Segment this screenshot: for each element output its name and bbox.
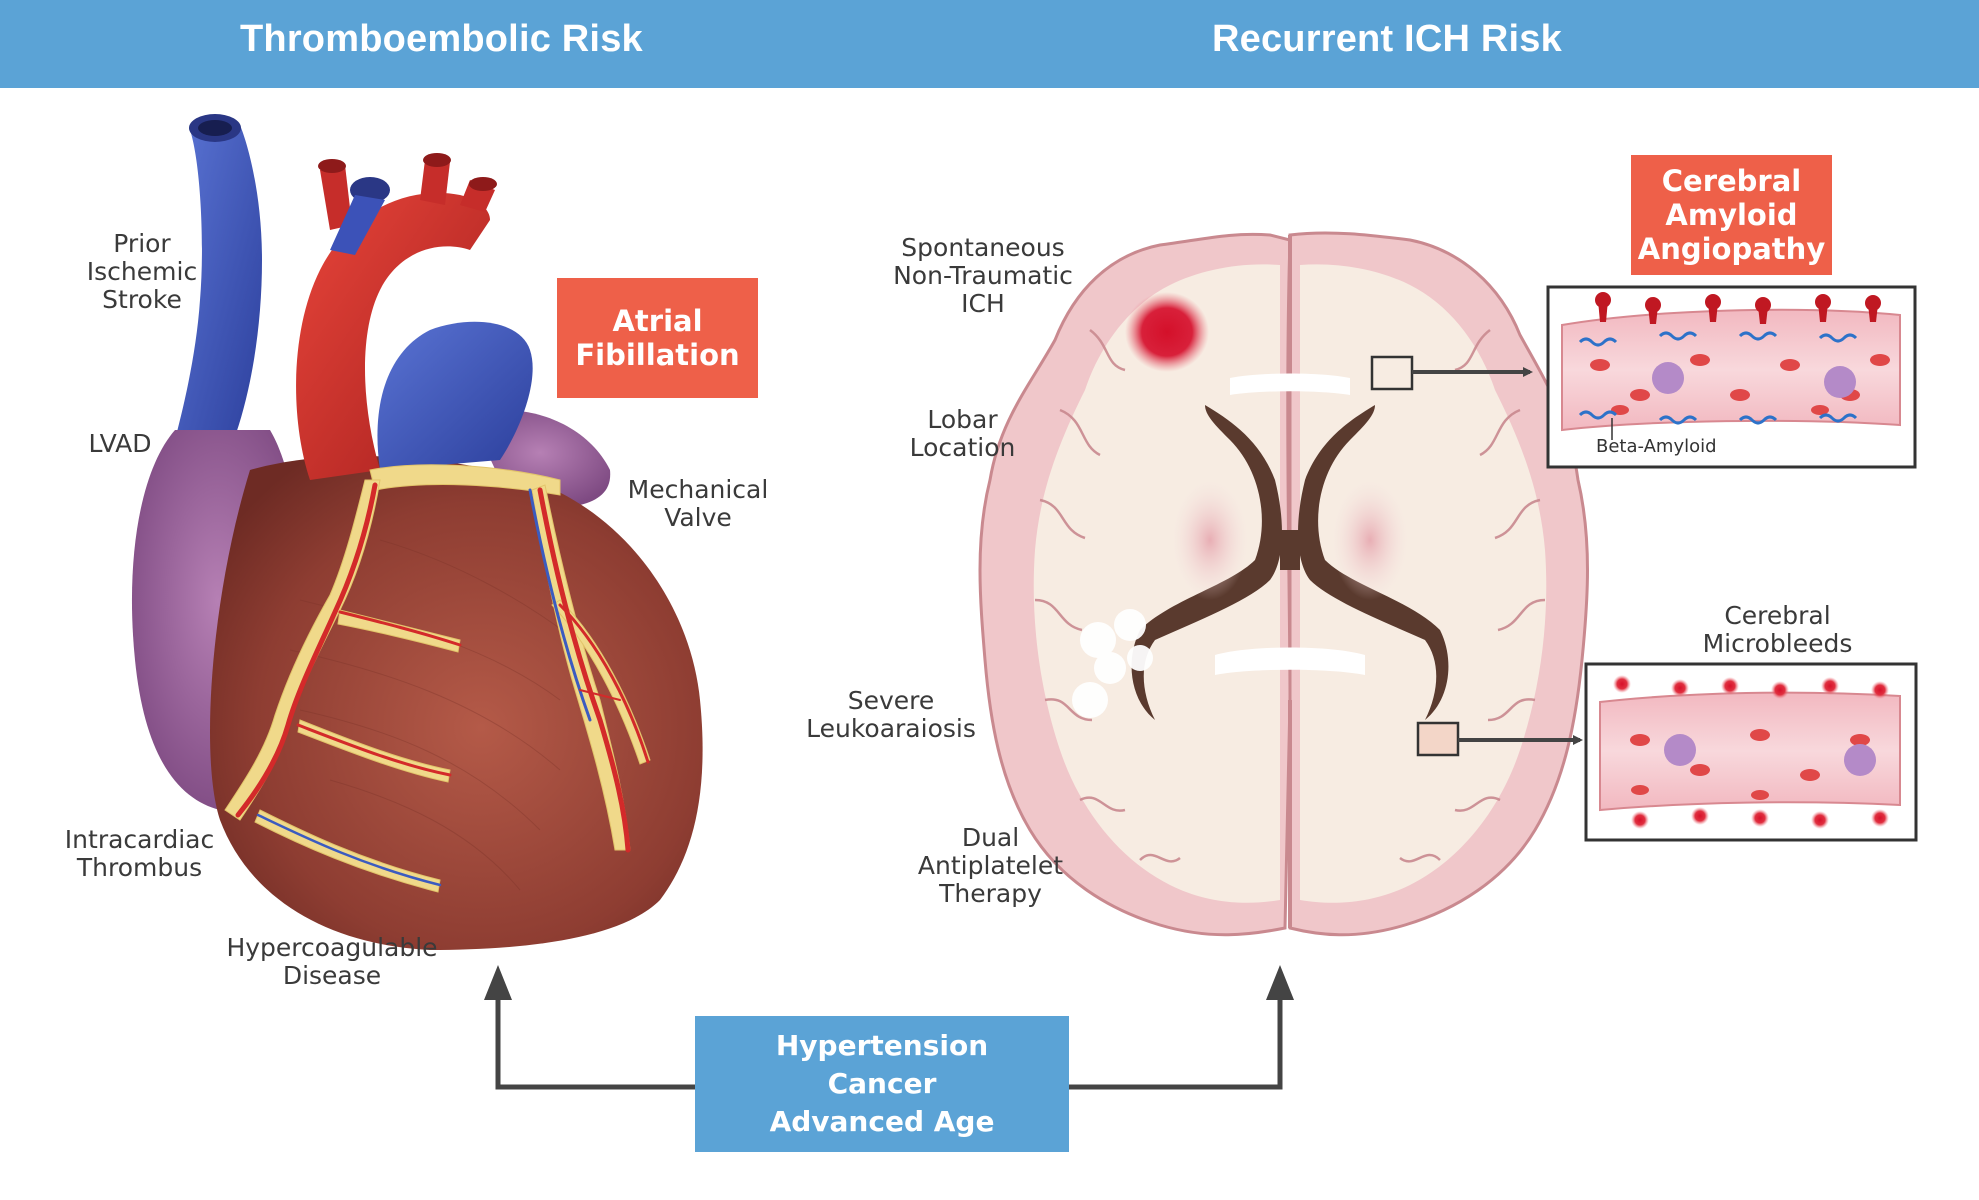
label-line: Cerebral bbox=[1724, 601, 1831, 630]
label-line: Atrial bbox=[612, 304, 703, 338]
label-line: Amyloid bbox=[1665, 198, 1798, 232]
label-line: Valve bbox=[664, 503, 732, 532]
label-line: Thrombus bbox=[76, 853, 203, 882]
label-line: Stroke bbox=[102, 285, 182, 314]
heart-illustration bbox=[131, 114, 703, 950]
header-bar: Thromboembolic Risk Recurrent ICH Risk bbox=[0, 0, 1979, 88]
label-prior-ischemic-stroke: Prior Ischemic Stroke bbox=[82, 230, 202, 314]
shared-risk-cancer: Cancer bbox=[827, 1067, 937, 1100]
label-line: LVAD bbox=[88, 429, 152, 458]
label-severe-leukoaraiosis: Severe Leukoaraiosis bbox=[806, 687, 976, 743]
aorta bbox=[296, 192, 490, 480]
cerebral-amyloid-angiopathy-box: Cerebral Amyloid Angiopathy bbox=[1631, 155, 1832, 275]
label-line: Ischemic bbox=[86, 257, 198, 286]
label-spontaneous-ich: Spontaneous Non-Traumatic ICH bbox=[888, 234, 1078, 318]
shared-risk-connector bbox=[495, 990, 1283, 1090]
label-line: Severe bbox=[847, 686, 935, 715]
label-line: Lobar bbox=[927, 405, 998, 434]
label-intracardiac-thrombus: Intracardiac Thrombus bbox=[62, 826, 217, 882]
ventricles bbox=[210, 456, 703, 950]
label-hypercoagulable-disease: Hypercoagulable Disease bbox=[222, 934, 442, 990]
thromboembolic-risk-title: Thromboembolic Risk bbox=[240, 18, 643, 60]
label-line: Disease bbox=[282, 961, 382, 990]
label-line: Hypercoagulable bbox=[226, 933, 438, 962]
label-line: Leukoaraiosis bbox=[806, 714, 976, 743]
microbleed-vessel-callout bbox=[1584, 662, 1918, 842]
label-line: Dual bbox=[961, 823, 1020, 852]
amyloid-vessel-callout bbox=[1546, 285, 1917, 469]
label-cerebral-microbleeds: Cerebral Microbleeds bbox=[1690, 602, 1865, 658]
label-line: Prior bbox=[113, 229, 171, 258]
arrow-to-brain bbox=[1266, 965, 1294, 1000]
arrow-to-heart bbox=[484, 965, 512, 1000]
vena-cava bbox=[175, 125, 262, 450]
label-mechanical-valve: Mechanical Valve bbox=[618, 476, 778, 532]
pulmonary-artery bbox=[377, 321, 533, 470]
label-line: Angiopathy bbox=[1637, 232, 1826, 266]
label-line: Microbleeds bbox=[1702, 629, 1853, 658]
label-line: ICH bbox=[961, 289, 1005, 318]
atrial-fibrillation-box: Atrial Fibillation bbox=[557, 278, 758, 398]
label-line: Location bbox=[909, 433, 1016, 462]
label-line: Cerebral bbox=[1661, 164, 1802, 198]
label-line: Therapy bbox=[939, 879, 1042, 908]
label-line: Fibillation bbox=[575, 338, 740, 372]
coronary-arteries bbox=[235, 482, 650, 887]
label-line: Spontaneous bbox=[901, 233, 1065, 262]
label-line: Intracardiac bbox=[64, 825, 215, 854]
shared-risk-box: Hypertension Cancer Advanced Age bbox=[695, 1016, 1069, 1152]
microbleed-region-box bbox=[1416, 721, 1460, 757]
label-beta-amyloid: Beta-Amyloid bbox=[1596, 436, 1717, 457]
shared-risk-advanced-age: Advanced Age bbox=[769, 1105, 995, 1138]
label-lvad: LVAD bbox=[85, 430, 155, 458]
label-line: Antiplatelet bbox=[917, 851, 1064, 880]
leukoaraiosis-spots bbox=[1072, 609, 1153, 718]
label-line: Mechanical bbox=[627, 475, 769, 504]
shared-risk-hypertension: Hypertension bbox=[775, 1029, 989, 1062]
ich-bleed bbox=[1125, 292, 1209, 372]
recurrent-ich-risk-title: Recurrent ICH Risk bbox=[1212, 18, 1562, 60]
label-line: Non-Traumatic bbox=[893, 261, 1073, 290]
label-dual-antiplatelet-therapy: Dual Antiplatelet Therapy bbox=[908, 824, 1073, 908]
brain-illustration bbox=[978, 231, 1589, 937]
label-lobar-location: Lobar Location bbox=[900, 406, 1025, 462]
